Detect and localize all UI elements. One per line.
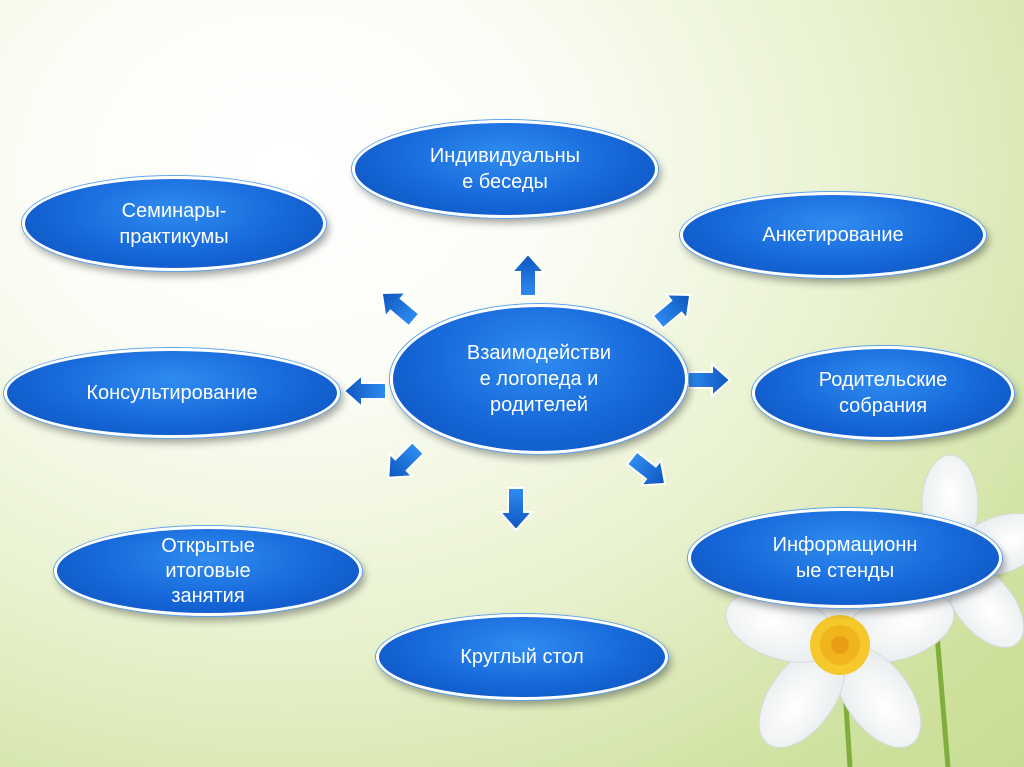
node-survey-label: Анкетирование: [762, 224, 904, 246]
arrow-down-left: [375, 435, 431, 491]
node-survey: Анкетирование: [680, 192, 986, 278]
arrow-down-right: [621, 444, 676, 498]
arrow-right: [687, 363, 731, 397]
node-round-table-label: Круглый стол: [460, 646, 584, 668]
arrow-left: [343, 374, 387, 408]
node-open-lessons: Открытые итоговые занятия: [54, 526, 362, 616]
arrow-up: [511, 253, 545, 297]
node-seminars: Семинары- практикумы: [22, 176, 326, 271]
node-round-table: Круглый стол: [376, 614, 668, 700]
center-node-label: Взаимодействи е логопеда и родителей: [466, 342, 612, 416]
node-individual-talks: Индивидуальны е беседы: [352, 120, 658, 218]
arrow-down: [499, 487, 533, 531]
node-open-lessons-label: Открытые итоговые занятия: [161, 534, 255, 607]
node-parent-meetings: Родительские собрания: [752, 346, 1014, 440]
node-consulting-label: Консультирование: [86, 382, 258, 404]
center-node: Взаимодействи е логопеда и родителей: [390, 304, 688, 454]
node-info-stands-label: Информационн ые стенды: [772, 534, 918, 582]
node-individual-talks-label: Индивидуальны е беседы: [429, 145, 581, 193]
node-info-stands: Информационн ые стенды: [688, 508, 1002, 608]
node-seminars-label: Семинары- практикумы: [119, 199, 229, 248]
node-consulting: Консультирование: [4, 348, 340, 438]
node-parent-meetings-label: Родительские собрания: [818, 369, 948, 417]
arrow-up-left: [370, 279, 426, 334]
arrow-up-right: [646, 281, 702, 336]
